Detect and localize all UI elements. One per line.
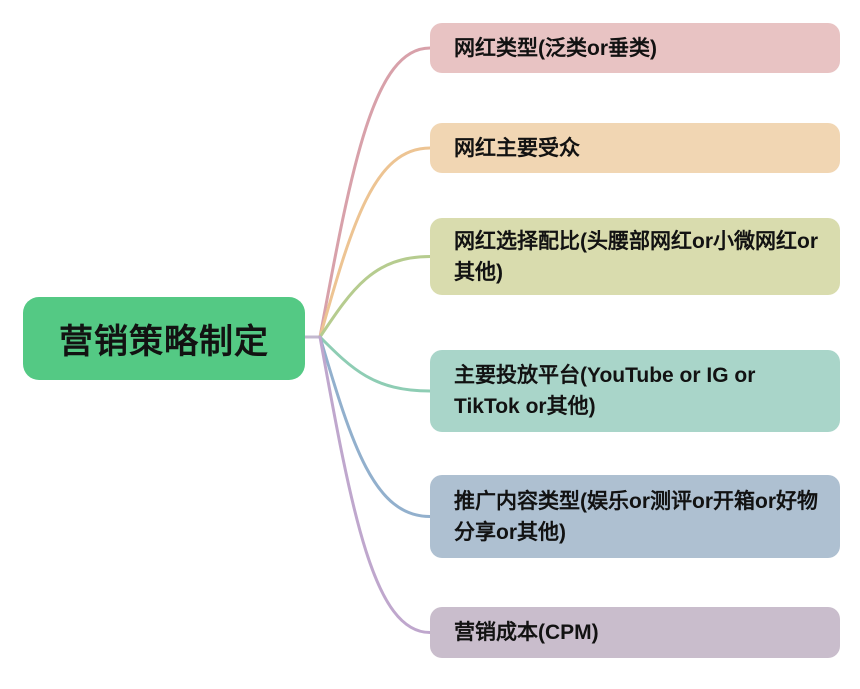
branch-node-audience[interactable]: 网红主要受众	[430, 123, 840, 173]
branch-node-influencer-type[interactable]: 网红类型(泛类or垂类)	[430, 23, 840, 73]
connector-line-content-type	[318, 335, 432, 518]
branch-node-selection-ratio[interactable]: 网红选择配比(头腰部网红or小微网红or其他)	[430, 218, 840, 295]
connector-line-selection-ratio	[318, 255, 432, 339]
connector-line-influencer-type	[318, 46, 432, 339]
branch-node-platform[interactable]: 主要投放平台(YouTube or IG or TikTok or其他)	[430, 350, 840, 432]
branch-node-label: 主要投放平台(YouTube or IG or TikTok or其他)	[454, 364, 756, 418]
branch-node-label: 网红类型(泛类or垂类)	[454, 36, 657, 60]
root-node-marketing-strategy[interactable]: 营销策略制定	[23, 297, 305, 380]
root-node-label: 营销策略制定	[59, 323, 269, 361]
branch-node-label: 推广内容类型(娱乐or测评or开箱or好物分享or其他)	[454, 489, 818, 544]
connector-line-audience	[318, 146, 432, 339]
branch-node-label: 网红选择配比(头腰部网红or小微网红or其他)	[454, 229, 818, 284]
connector-line-cost	[318, 335, 432, 634]
connector-line-platform	[318, 335, 432, 393]
branch-node-label: 网红主要受众	[454, 136, 580, 160]
branch-node-cost[interactable]: 营销成本(CPM)	[430, 607, 840, 658]
branch-node-label: 营销成本(CPM)	[454, 621, 599, 644]
branch-node-content-type[interactable]: 推广内容类型(娱乐or测评or开箱or好物分享or其他)	[430, 475, 840, 558]
